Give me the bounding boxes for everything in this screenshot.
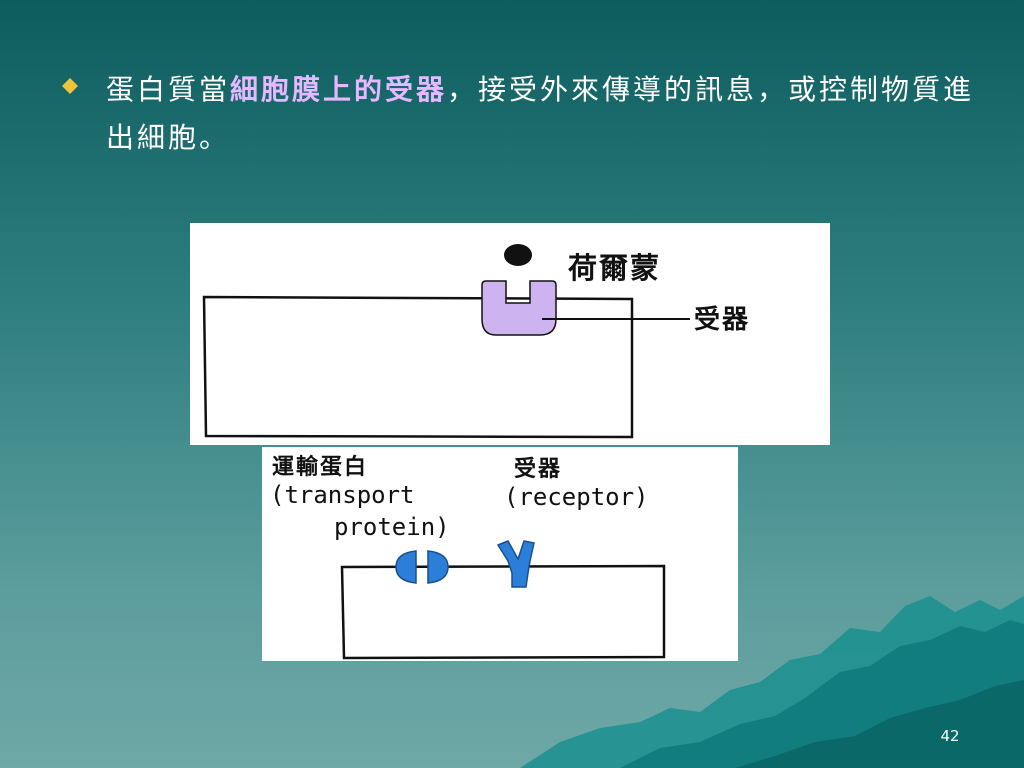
bullet-item: 蛋白質當細胞膜上的受器，接受外來傳導的訊息，或控制物質進出細胞。 (62, 66, 992, 162)
membrane-proteins-figure: 運輸蛋白 (transport protein) 受器 (receptor) (262, 447, 738, 661)
hormone-molecule (504, 244, 532, 266)
receptor-protein (496, 540, 535, 588)
receptor-label-top: 受器 (694, 305, 751, 335)
receptor-shape (481, 280, 557, 336)
transport-protein-left-half (395, 550, 417, 584)
bullet-text-highlight: 細胞膜上的受器 (230, 73, 448, 106)
bullet-text-suffix: ，接受外來傳導的訊息，或控制物質進出細胞。 (106, 73, 975, 154)
bullet-text: 蛋白質當細胞膜上的受器，接受外來傳導的訊息，或控制物質進出細胞。 (106, 66, 992, 162)
transport-protein-right-half (427, 550, 449, 584)
cell-outline-bottom (340, 564, 666, 660)
hormone-label: 荷爾蒙 (568, 251, 662, 285)
hormone-receptor-figure: 荷爾蒙 受器 (190, 223, 830, 445)
membrane-proteins-diagram (340, 540, 666, 660)
receptor-label-en: (receptor) (504, 483, 649, 511)
diamond-bullet-icon (62, 78, 78, 94)
transport-protein-label-cn: 運輸蛋白 (272, 454, 369, 480)
transport-protein-label-en-1: (transport (270, 481, 415, 509)
bullet-text-prefix: 蛋白質當 (106, 73, 231, 106)
transport-protein-label-en-2: protein) (334, 513, 450, 541)
receptor-label-cn: 受器 (514, 456, 563, 482)
page-number: 42 (940, 727, 960, 745)
hormone-receptor-diagram (202, 244, 690, 439)
